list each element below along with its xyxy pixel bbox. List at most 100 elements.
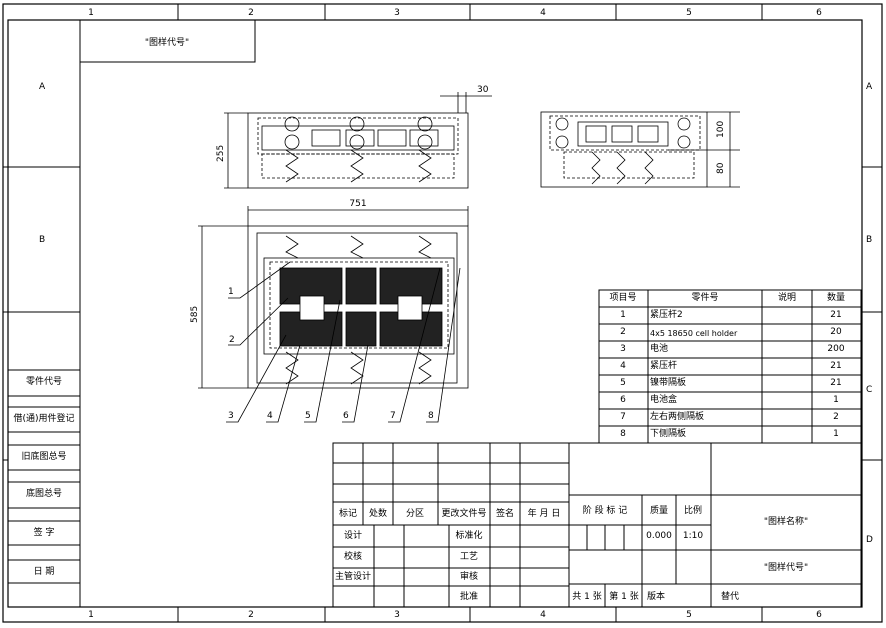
dim-side-lower: 80 (716, 162, 726, 174)
column-label-5: 5 (686, 8, 692, 18)
bom-row-3-item: 3 (620, 344, 626, 354)
bom-row-6-part: 电池盒 (650, 395, 678, 405)
column-label-3-bottom: 3 (394, 610, 400, 620)
bom-row-1-item: 1 (620, 310, 626, 320)
tb-drawing-name: "图样名称" (763, 517, 809, 527)
column-label-2: 2 (248, 8, 254, 18)
bom-row-4-part: 紧压杆 (650, 361, 678, 371)
bom-row-8-part: 下侧隔板 (650, 429, 687, 439)
bom-row-6-item: 6 (620, 395, 626, 405)
callout-3: 3 (228, 411, 234, 421)
column-label-1: 1 (88, 8, 94, 18)
callout-leaders (226, 261, 461, 423)
dim-top-gap: 30 (477, 85, 489, 95)
tb-header-date: 年 月 日 (527, 509, 561, 519)
column-label-4-bottom: 4 (540, 610, 546, 620)
tb-weight-label: 质量 (649, 506, 669, 516)
bom-table-grid (598, 289, 862, 444)
bom-row-8-qty: 1 (833, 429, 839, 439)
dim-side-upper: 100 (716, 120, 726, 138)
tb-drawing-code: "图样代号" (763, 563, 809, 573)
drawing-code-upside-label: "图样代号" (144, 38, 190, 48)
tb-header-mark: 标记 (338, 509, 358, 519)
column-label-1-bottom: 1 (88, 610, 94, 620)
bom-row-7-qty: 2 (833, 412, 839, 422)
bom-row-5-qty: 21 (830, 378, 842, 388)
row-label-c-right: C (866, 385, 873, 395)
tb-role-check: 校核 (343, 552, 363, 562)
column-label-4: 4 (540, 8, 546, 18)
callout-4: 4 (267, 411, 273, 421)
part-code-label: 零件代号 (25, 377, 63, 387)
zone-ticks (3, 4, 882, 622)
column-label-3: 3 (394, 8, 400, 18)
callout-1: 1 (228, 287, 234, 297)
old-base-drawing-label: 旧底图总号 (21, 452, 67, 462)
date-label: 日 期 (33, 567, 55, 577)
tb-header-zone: 分区 (405, 509, 425, 519)
bom-row-2-part: 4x5 18650 cell holder (650, 329, 738, 338)
tb-scale-value: 1:10 (682, 531, 704, 541)
tb-stage-label: 阶 段 标 记 (582, 506, 628, 516)
bom-row-5-part: 镍带隔板 (650, 378, 687, 388)
callout-5: 5 (305, 411, 311, 421)
tb-sheet-no: 第 1 张 (609, 592, 639, 602)
tb-role-chief-design: 主管设计 (334, 572, 372, 582)
front-view (198, 206, 469, 389)
dim-front-height: 585 (190, 305, 200, 323)
bom-row-6-qty: 1 (833, 395, 839, 405)
bom-row-5-item: 5 (620, 378, 626, 388)
title-block-grid (332, 442, 862, 608)
dim-top-view-height: 255 (216, 144, 226, 162)
bom-row-8-item: 8 (620, 429, 626, 439)
tb-sheet-total: 共 1 张 (572, 592, 602, 602)
callout-2: 2 (229, 335, 235, 345)
row-label-b-right: B (866, 235, 873, 245)
dim-front-width: 751 (349, 199, 367, 209)
left-column-grid (8, 369, 80, 584)
borrowed-part-label: 借(通)用件登记 (13, 414, 75, 424)
bom-row-1-part: 紧压杆2 (650, 310, 683, 320)
side-view (540, 111, 740, 188)
bom-row-4-qty: 21 (830, 361, 842, 371)
base-drawing-label: 底图总号 (25, 489, 63, 499)
tb-weight-value: 0.000 (646, 531, 672, 541)
signature-label: 签 字 (33, 528, 55, 538)
bom-row-2-item: 2 (620, 327, 626, 337)
bom-row-1-qty: 21 (830, 310, 842, 320)
row-label-d-right: D (866, 535, 873, 545)
column-label-6: 6 (816, 8, 822, 18)
callout-7: 7 (390, 411, 396, 421)
bom-row-7-item: 7 (620, 412, 626, 422)
row-label-a: A (39, 82, 46, 92)
bom-header-qty: 数量 (826, 293, 846, 303)
callout-6: 6 (343, 411, 349, 421)
bom-row-7-part: 左右两侧隔板 (650, 412, 705, 422)
top-view (224, 92, 492, 189)
tb-role-design: 设计 (343, 531, 363, 541)
row-label-a-right: A (866, 82, 873, 92)
bom-header-desc: 说明 (777, 293, 797, 303)
bom-header-part: 零件号 (691, 293, 719, 303)
outer-frame (2, 3, 883, 623)
bom-row-3-qty: 200 (827, 344, 845, 354)
callout-8: 8 (428, 411, 434, 421)
tb-role-approve: 批准 (459, 592, 479, 602)
column-label-6-bottom: 6 (816, 610, 822, 620)
column-label-5-bottom: 5 (686, 610, 692, 620)
tb-role-standard: 标准化 (455, 531, 483, 541)
row-label-b: B (39, 235, 46, 245)
bom-row-3-part: 电池 (650, 344, 669, 354)
tb-version: 版本 (646, 592, 666, 602)
tb-role-review: 审核 (459, 572, 479, 582)
tb-role-process: 工艺 (459, 552, 479, 562)
bom-row-2-qty: 20 (830, 327, 842, 337)
tb-header-sign: 签名 (495, 509, 515, 519)
tb-header-change-doc: 更改文件号 (441, 509, 487, 519)
column-label-2-bottom: 2 (248, 610, 254, 620)
code-box-border (80, 20, 256, 63)
tb-scale-label: 比例 (683, 506, 703, 516)
bom-row-4-item: 4 (620, 361, 626, 371)
tb-replaces: 替代 (720, 592, 740, 602)
